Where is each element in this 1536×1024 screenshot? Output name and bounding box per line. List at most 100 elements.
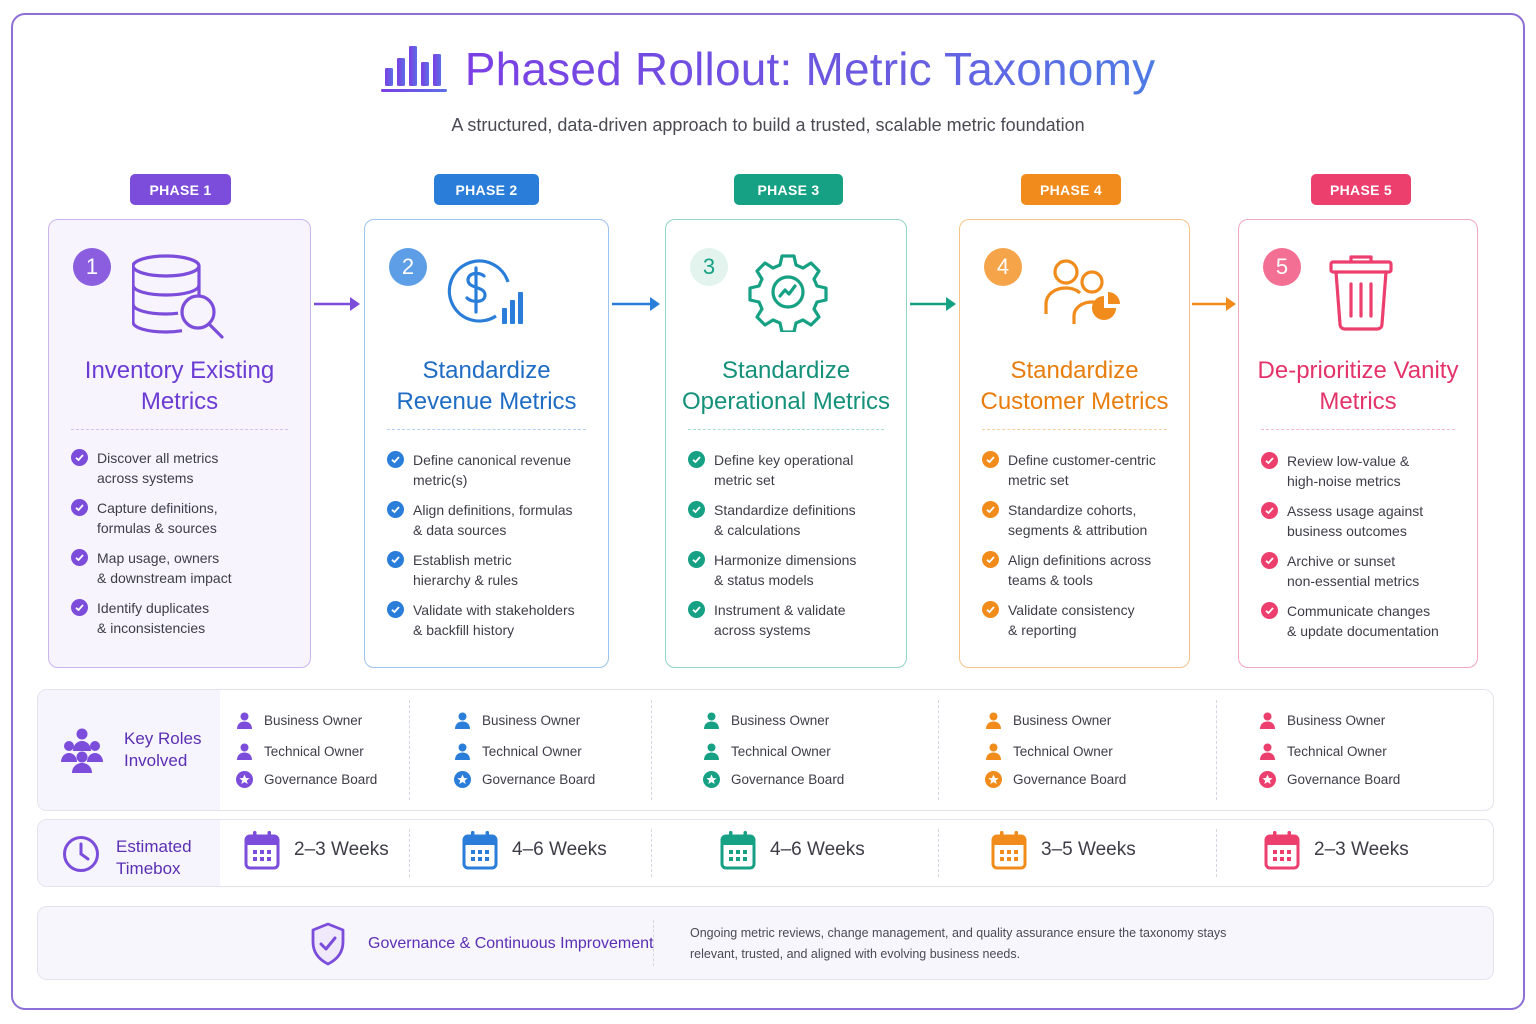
list-item: Standardize cohorts,segments & attributi… [982, 500, 1177, 540]
timebox-panel [37, 819, 1494, 887]
phase-items: Review low-value &high-noise metrics Ass… [1261, 451, 1465, 651]
star-badge-icon [1259, 771, 1276, 788]
person-icon [237, 743, 252, 760]
timebox-value: 3–5 Weeks [1041, 839, 1136, 860]
roles-phase-4: Business Owner Technical Owner Governanc… [985, 712, 1126, 802]
role-item: Business Owner [703, 712, 844, 729]
phase-badge-2: PHASE 2 [434, 174, 539, 205]
check-icon [688, 451, 705, 468]
role-item: Business Owner [454, 712, 595, 729]
check-icon [1261, 602, 1278, 619]
role-item: Business Owner [985, 712, 1126, 729]
role-item: Technical Owner [1259, 743, 1400, 760]
gear-chart-icon [748, 254, 828, 332]
check-icon [982, 601, 999, 618]
timebox-value: 2–3 Weeks [1314, 839, 1409, 860]
phase-number: 2 [389, 248, 427, 286]
list-item: Align definitions, formulas& data source… [387, 500, 596, 540]
star-badge-icon [236, 771, 253, 788]
list-item: Validate with stakeholders& backfill his… [387, 600, 596, 640]
role-item: Technical Owner [985, 743, 1126, 760]
calendar-icon [1264, 831, 1300, 870]
header: Phased Rollout: Metric Taxonomy [0, 42, 1536, 96]
database-search-icon [131, 254, 224, 339]
list-item: Identify duplicates& inconsistencies [71, 598, 298, 638]
role-item: Governance Board [454, 771, 595, 788]
clock-icon [63, 836, 99, 872]
calendar-icon [244, 831, 280, 870]
roles-phase-2: Business Owner Technical Owner Governanc… [454, 712, 595, 802]
phase-badge-3: PHASE 3 [734, 174, 843, 205]
role-item: Business Owner [1259, 712, 1400, 729]
page-subtitle: A structured, data-driven approach to bu… [451, 115, 1085, 135]
star-badge-icon [985, 771, 1002, 788]
role-item: Technical Owner [454, 743, 595, 760]
check-icon [1261, 502, 1278, 519]
arrow-right-icon [612, 297, 660, 311]
check-icon [688, 601, 705, 618]
governance-panel [37, 906, 1494, 980]
dollar-chart-icon [447, 259, 523, 324]
phase-number: 5 [1263, 248, 1301, 286]
timebox-phase-4: 3–5 Weeks [991, 830, 1136, 870]
check-icon [71, 549, 88, 566]
trash-icon [1329, 255, 1393, 331]
timebox-phase-3: 4–6 Weeks [720, 830, 865, 870]
team-icon [61, 728, 103, 773]
phase-number: 3 [690, 248, 728, 286]
role-item: Governance Board [985, 771, 1126, 788]
roles-phase-3: Business Owner Technical Owner Governanc… [703, 712, 844, 802]
check-icon [982, 551, 999, 568]
list-item: Communicate changes& update documentatio… [1261, 601, 1465, 641]
check-icon [71, 499, 88, 516]
phase-number: 4 [984, 248, 1022, 286]
arrow-right-icon [910, 297, 956, 311]
timebox-phase-5: 2–3 Weeks [1264, 830, 1409, 870]
timebox-value: 2–3 Weeks [294, 839, 389, 860]
list-item: Capture definitions,formulas & sources [71, 498, 298, 538]
governance-text: Ongoing metric reviews, change managemen… [690, 926, 1227, 961]
calendar-icon [462, 831, 498, 870]
check-icon [71, 599, 88, 616]
timebox-value: 4–6 Weeks [512, 839, 607, 860]
list-item: Standardize definitions& calculations [688, 500, 894, 540]
check-icon [982, 451, 999, 468]
bar-chart-icon [380, 46, 447, 92]
star-badge-icon [703, 771, 720, 788]
phase-number: 1 [73, 248, 111, 286]
role-item: Governance Board [236, 771, 377, 788]
arrow-right-icon [314, 297, 360, 311]
timebox-phase-2: 4–6 Weeks [462, 830, 607, 870]
phase-badge-1: PHASE 1 [130, 174, 231, 205]
list-item: Harmonize dimensions& status models [688, 550, 894, 590]
person-icon [237, 712, 252, 729]
person-icon [704, 712, 719, 729]
shield-check-icon [311, 922, 345, 966]
roles-phase-5: Business Owner Technical Owner Governanc… [1259, 712, 1400, 802]
timebox-value: 4–6 Weeks [770, 839, 865, 860]
person-icon [1260, 712, 1275, 729]
check-icon [1261, 552, 1278, 569]
check-icon [387, 501, 404, 518]
person-icon [986, 712, 1001, 729]
list-item: Review low-value &high-noise metrics [1261, 451, 1465, 491]
calendar-icon [720, 831, 756, 870]
phase-badge-4: PHASE 4 [1021, 174, 1121, 205]
